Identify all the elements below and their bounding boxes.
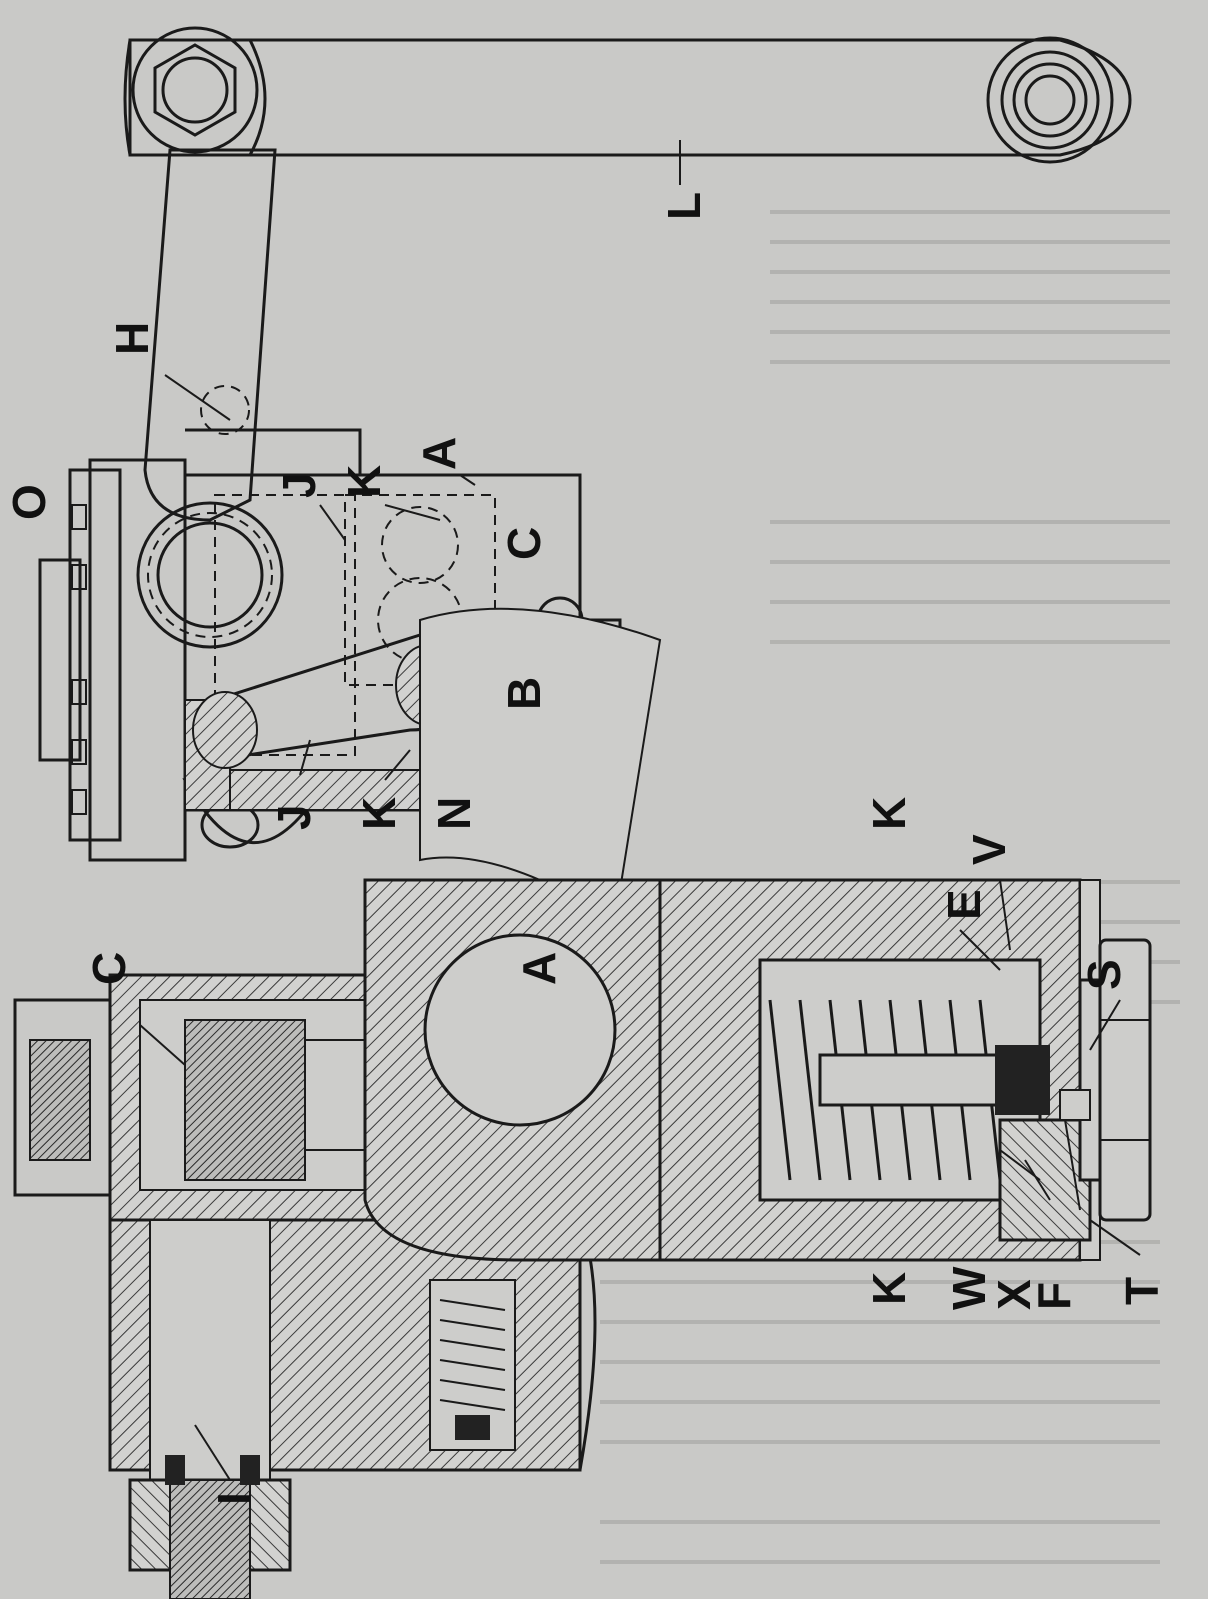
- leader-k-lower: [384, 749, 411, 781]
- drag-link-eye-ring: [1000, 50, 1100, 150]
- label-k-bottom: K: [863, 1272, 915, 1305]
- label-l: L: [658, 192, 710, 220]
- label-f: F: [1028, 1282, 1080, 1310]
- leader-s: [1089, 999, 1121, 1051]
- arm-outline-k-top: [419, 607, 662, 892]
- label-t: T: [1116, 1277, 1168, 1305]
- drop-arm-end-eye: [131, 26, 259, 154]
- label-j-lower: J: [268, 804, 320, 830]
- rocker-pin-left: [192, 691, 258, 769]
- label-e: E: [938, 889, 990, 920]
- retaining-sleeve-e: [998, 1118, 1092, 1242]
- drop-arm-eye-bore: [423, 933, 617, 1127]
- plunger-stem-w: [818, 1053, 1022, 1107]
- leader-j-lower: [299, 739, 311, 776]
- leader-c-left: [139, 1024, 186, 1066]
- leader-k-upper: [384, 504, 441, 521]
- label-c-right: C: [498, 527, 550, 560]
- valve-seat-x: [995, 1045, 1050, 1115]
- oil-passage-f: [1059, 1089, 1091, 1121]
- box-end-plate: [88, 458, 187, 862]
- adjusting-screw: [29, 1039, 91, 1161]
- leader-a-upper: [459, 474, 476, 486]
- box-top-plug: [38, 558, 82, 762]
- right-section-view: [363, 607, 1152, 1262]
- diagram-labels: H O J K A C B J K N L K V E S K W X F T …: [3, 192, 1168, 1505]
- hex-nut-t: [1098, 938, 1152, 1222]
- label-a-upper: A: [413, 437, 465, 470]
- label-s: S: [1078, 959, 1130, 990]
- shaft-threaded-end: [169, 1479, 251, 1599]
- label-v: V: [963, 834, 1015, 865]
- label-c-left: C: [83, 952, 135, 985]
- leader-f: [1064, 1119, 1081, 1211]
- label-j-upper: J: [273, 472, 325, 498]
- drag-link-eye-bore: [1024, 74, 1076, 126]
- label-i: I: [208, 1492, 260, 1505]
- leader-e: [959, 929, 1001, 971]
- sector-c-section: [184, 1019, 306, 1181]
- label-h: H: [106, 322, 158, 355]
- leader-x: [1024, 1159, 1051, 1201]
- leader-t: [1089, 1219, 1141, 1256]
- drag-link-eye-outer: [986, 36, 1114, 164]
- leader-j-upper: [319, 504, 346, 541]
- label-o: O: [3, 484, 55, 520]
- sector-shaft-boss: [136, 501, 284, 649]
- label-k-top: K: [863, 797, 915, 830]
- label-a-left: A: [513, 952, 565, 985]
- label-k-upper: K: [338, 465, 390, 498]
- cover-bolts: [71, 504, 87, 815]
- drop-arm: [143, 148, 277, 522]
- label-x: X: [988, 1279, 1040, 1310]
- label-b: B: [498, 677, 550, 710]
- label-n: N: [428, 797, 480, 830]
- drop-arm-nut-icon: [153, 43, 237, 137]
- leader-h: [164, 374, 231, 421]
- drag-link: [128, 38, 1132, 157]
- small-spring: [439, 1299, 506, 1440]
- shaft-i: [149, 1219, 271, 1481]
- leader-i: [194, 1424, 231, 1481]
- label-k-lower: K: [353, 797, 405, 830]
- drag-link-eye-ring2: [1012, 62, 1088, 138]
- box-cover: [68, 468, 122, 842]
- label-w: W: [943, 1266, 995, 1310]
- leader-v: [999, 879, 1011, 951]
